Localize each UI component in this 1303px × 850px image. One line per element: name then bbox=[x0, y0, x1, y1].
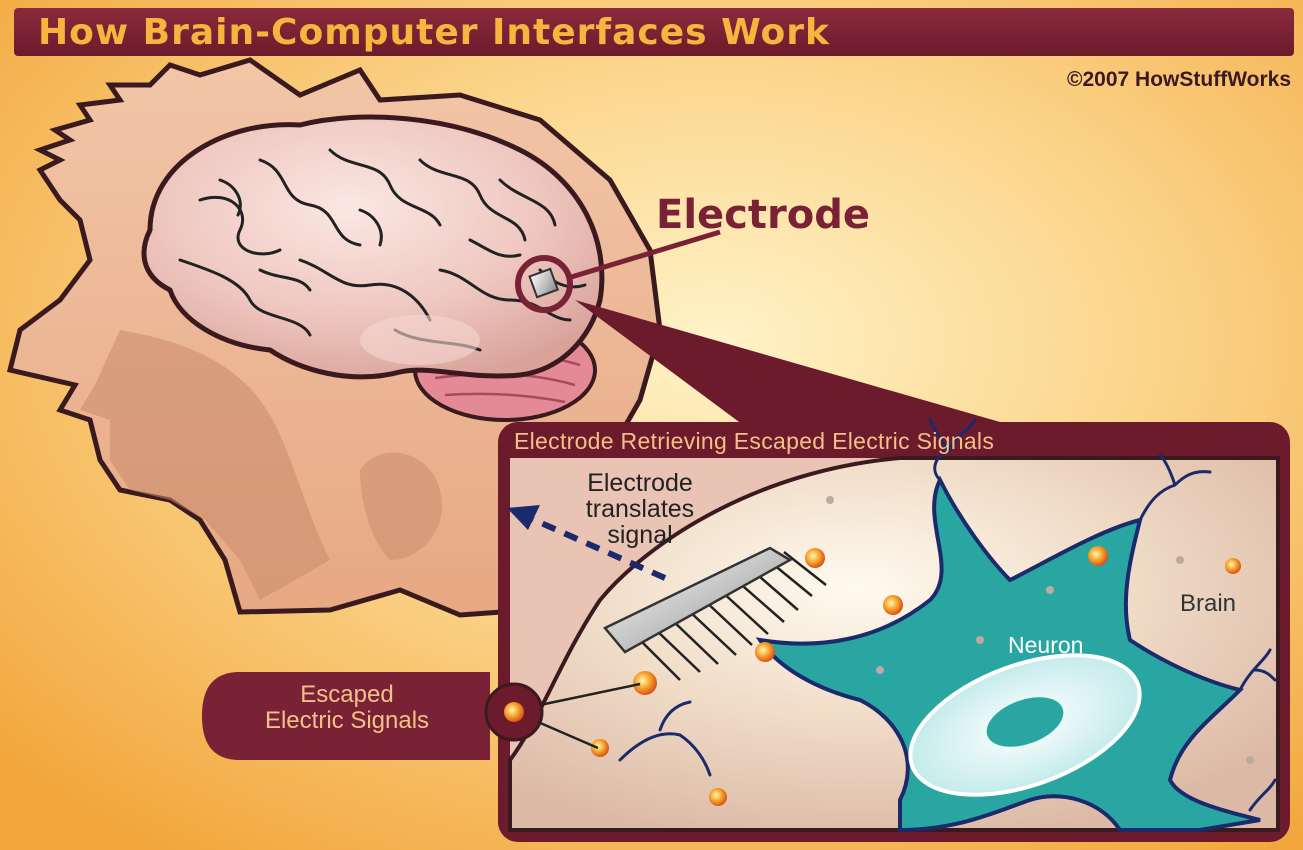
page-title: How Brain-Computer Interfaces Work bbox=[38, 12, 830, 53]
label-line: translates bbox=[560, 496, 720, 522]
label-line: Escaped bbox=[212, 682, 482, 708]
label-neuron: Neuron bbox=[1008, 632, 1083, 659]
label-electrode-translates-signal: Electrode translates signal bbox=[560, 470, 720, 548]
label-line: Electric Signals bbox=[212, 708, 482, 734]
label-brain: Brain bbox=[1180, 590, 1236, 618]
label-line: Electrode bbox=[560, 470, 720, 496]
label-electrode: Electrode bbox=[656, 192, 870, 238]
label-escaped-electric-signals: Escaped Electric Signals bbox=[212, 682, 482, 734]
temporal-lobe-highlight bbox=[360, 315, 480, 365]
inset-title: Electrode Retrieving Escaped Electric Si… bbox=[514, 428, 994, 455]
label-line: signal bbox=[560, 522, 720, 548]
copyright: ©2007 HowStuffWorks bbox=[1067, 68, 1291, 92]
escaped-signals-callout-glow bbox=[504, 702, 524, 722]
